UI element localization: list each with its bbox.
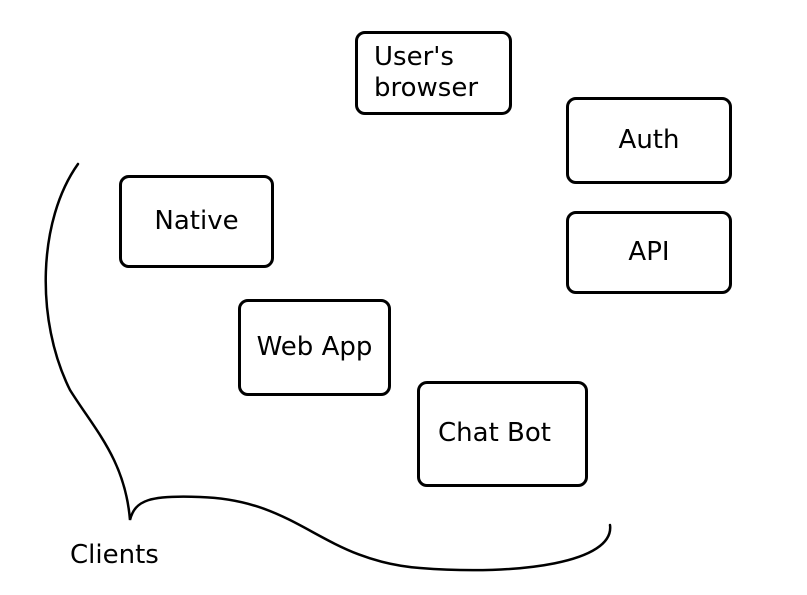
auth-label: Auth [618, 124, 680, 155]
api-label: API [628, 236, 670, 267]
chat-bot-node: Chat Bot [417, 381, 588, 487]
web-app-label: Web App [256, 331, 373, 362]
api-node: API [566, 211, 732, 294]
clients-group-label: Clients [70, 540, 159, 570]
users-browser-label: User's browser [374, 41, 479, 103]
web-app-node: Web App [238, 299, 391, 396]
auth-node: Auth [566, 97, 732, 184]
native-label: Native [154, 205, 239, 236]
native-node: Native [119, 175, 274, 268]
clients-brace-line [44, 162, 612, 572]
chat-bot-label: Chat Bot [438, 418, 551, 449]
users-browser-node: User's browser [355, 31, 512, 115]
